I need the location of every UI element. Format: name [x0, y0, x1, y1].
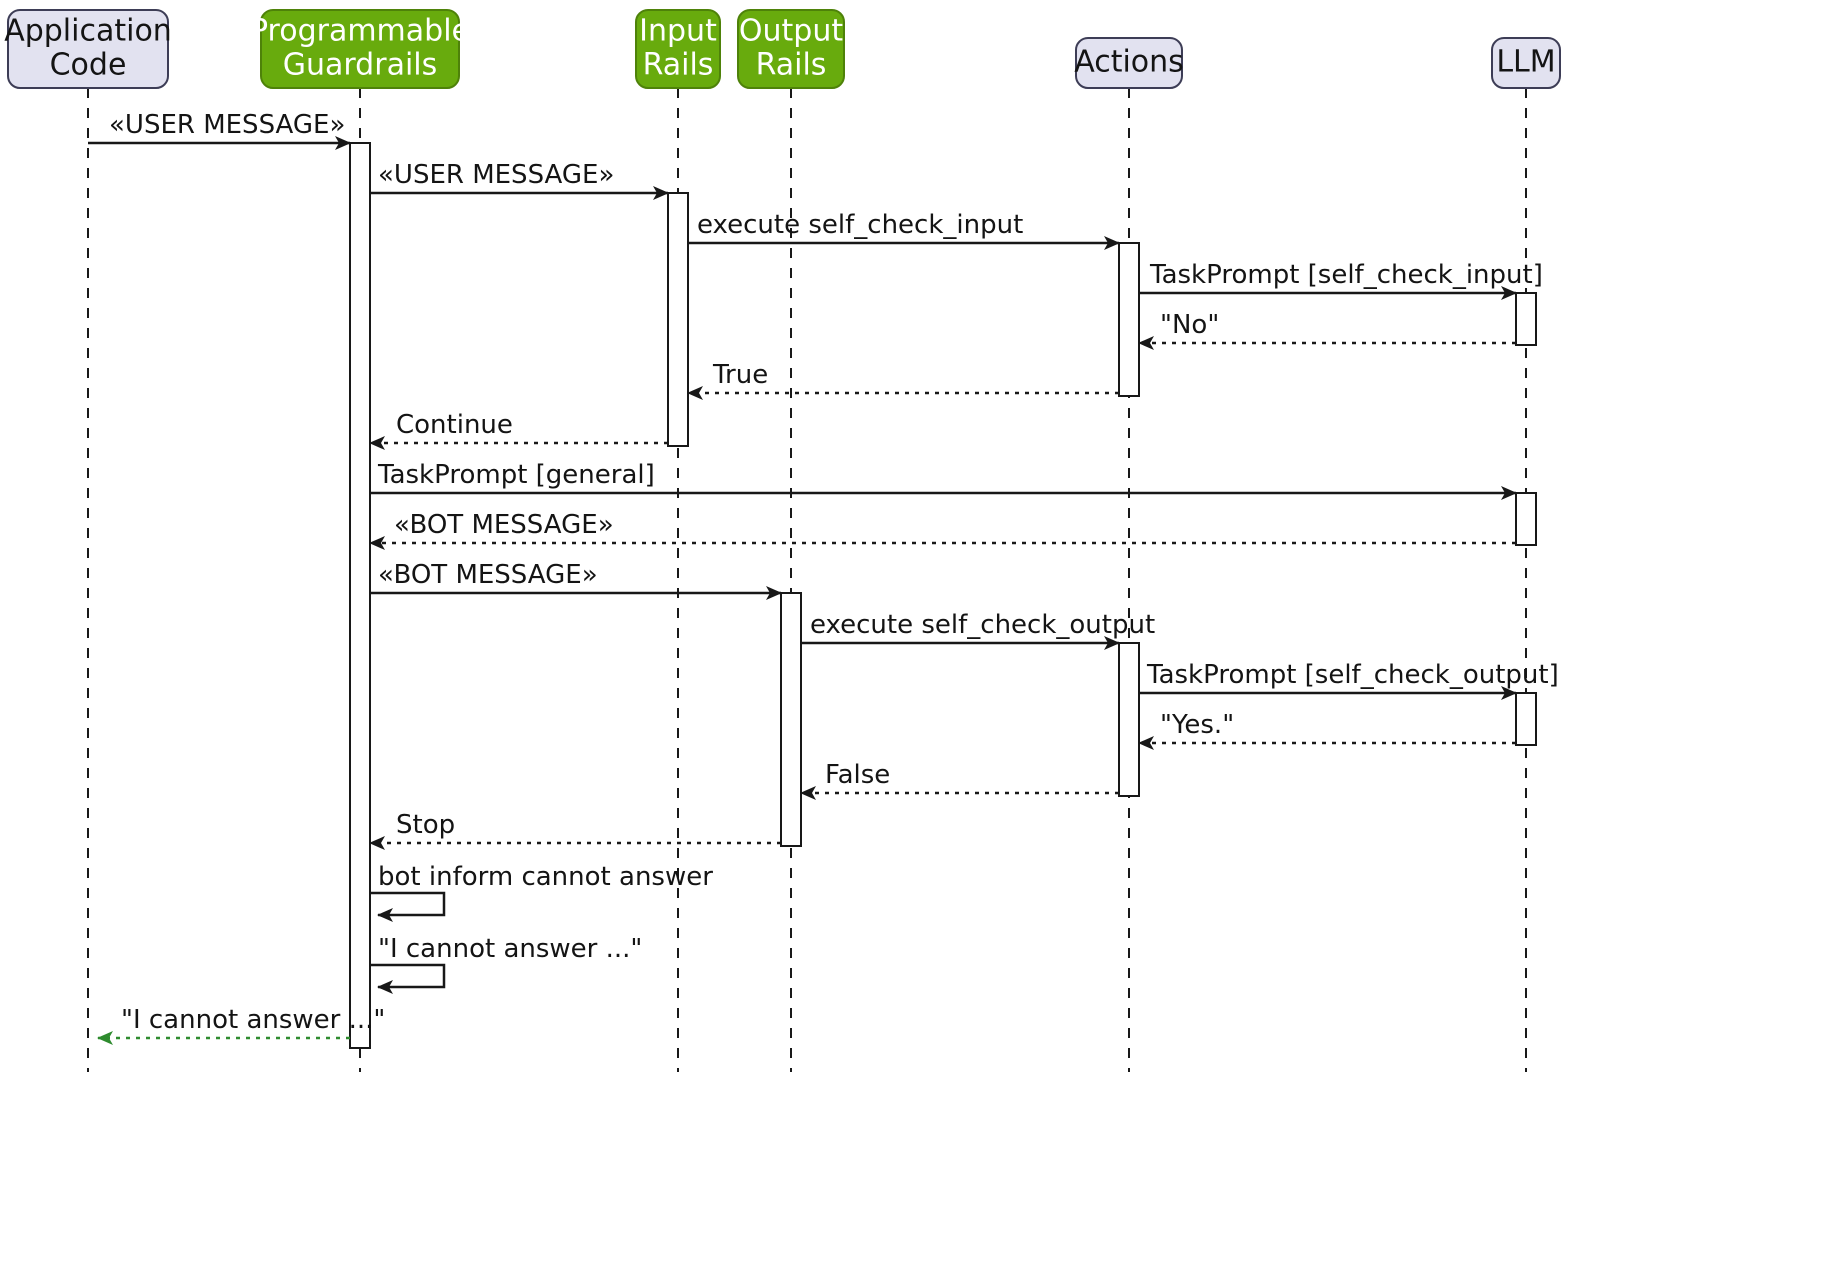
message-m11[interactable]: execute self_check_output [801, 610, 1155, 650]
activation-bar-guardrails [349, 142, 371, 1049]
message-m7[interactable]: Continue [369, 410, 668, 450]
message-m6[interactable]: True [687, 360, 1119, 400]
message-label: TaskPrompt [self_check_output] [1146, 660, 1559, 690]
activation-bar-llm [1515, 492, 1537, 546]
message-m3[interactable]: execute self_check_input [688, 210, 1120, 250]
participant-label: Application [4, 14, 172, 49]
participant-label: Guardrails [283, 48, 438, 83]
message-label: execute self_check_input [697, 210, 1023, 240]
message-label: «BOT MESSAGE» [394, 510, 614, 540]
activation-bar-actions [1118, 642, 1140, 797]
self-message-label: "I cannot answer ..." [378, 934, 642, 964]
message-label: "No" [1160, 310, 1219, 340]
self-message-line [370, 963, 446, 994]
message-m5[interactable]: "No" [1138, 310, 1516, 350]
message-label: TaskPrompt [self_check_input] [1149, 260, 1543, 290]
self-message-label: bot inform cannot answer [378, 862, 713, 892]
activation-bar-llm [1515, 692, 1537, 746]
participant-label: LLM [1496, 45, 1555, 80]
message-m15[interactable]: Stop [369, 810, 781, 850]
activation-bar-actions [1118, 242, 1140, 397]
message-m9[interactable]: «BOT MESSAGE» [369, 510, 1516, 550]
messages-layer: «USER MESSAGE» «USER MESSAGE» execute self… [88, 110, 1559, 1045]
participant-label: Rails [756, 48, 827, 83]
participant-box [7, 9, 169, 89]
message-label: "I cannot answer ..." [121, 1005, 385, 1035]
participant-box [1075, 37, 1183, 89]
participant-label: Output [739, 14, 843, 49]
message-m1[interactable]: «USER MESSAGE» [88, 110, 351, 150]
self-message-s2[interactable]: "I cannot answer ..." [370, 934, 642, 994]
message-label: «USER MESSAGE» [109, 110, 345, 140]
message-label: «BOT MESSAGE» [378, 560, 598, 590]
participant-label: Programmable [250, 14, 470, 49]
message-m13[interactable]: "Yes." [1138, 710, 1516, 750]
message-label: execute self_check_output [810, 610, 1155, 640]
message-m2[interactable]: «USER MESSAGE» [370, 160, 669, 200]
participant-label: Code [50, 48, 127, 83]
message-label: «USER MESSAGE» [378, 160, 614, 190]
activation-bar-llm [1515, 292, 1537, 346]
activation-bar-inrails [667, 192, 689, 447]
message-m8[interactable]: TaskPrompt [general] [370, 460, 1517, 500]
message-label: False [825, 760, 890, 790]
message-label: Continue [396, 410, 513, 440]
message-m14[interactable]: False [800, 760, 1119, 800]
participant-box [260, 9, 460, 89]
participant-box [635, 9, 721, 89]
participant-box [737, 9, 845, 89]
participant-label: Input [639, 14, 717, 49]
message-label: True [712, 360, 768, 390]
self-message-line [370, 891, 446, 922]
participant-box [1491, 37, 1561, 89]
participant-label: Rails [643, 48, 714, 83]
message-m10[interactable]: «BOT MESSAGE» [370, 560, 782, 600]
message-m4[interactable]: TaskPrompt [self_check_input] [1139, 260, 1543, 300]
activations-layer [349, 142, 1537, 1049]
participant-actions[interactable]: Actions [1074, 37, 1184, 89]
activation-bar-outrails [780, 592, 802, 847]
message-label: Stop [396, 810, 455, 840]
participant-llm[interactable]: LLM [1491, 37, 1561, 89]
message-m12[interactable]: TaskPrompt [self_check_output] [1139, 660, 1559, 700]
self-message-s1[interactable]: bot inform cannot answer [370, 862, 713, 922]
message-m16[interactable]: "I cannot answer ..." [97, 1005, 385, 1045]
participant-label: Actions [1074, 45, 1184, 80]
message-label: TaskPrompt [general] [377, 460, 655, 490]
message-label: "Yes." [1160, 710, 1234, 740]
